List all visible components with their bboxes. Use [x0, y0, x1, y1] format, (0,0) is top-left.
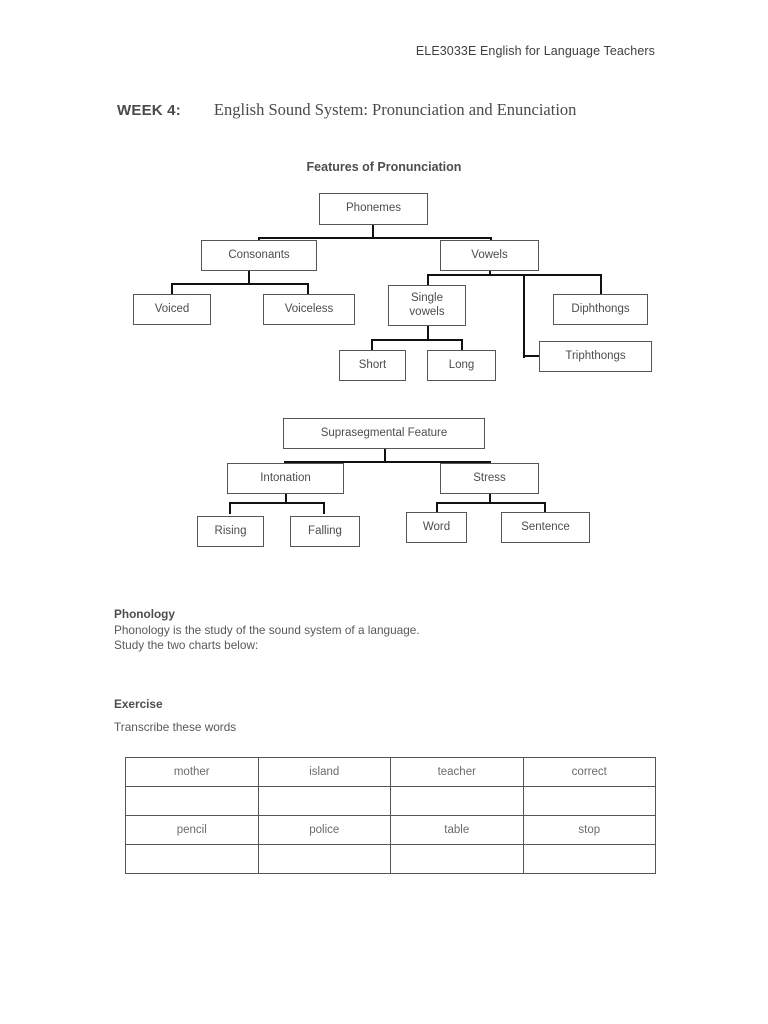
connector-to-sentence: [544, 502, 546, 514]
connector-single-vowels-bus: [371, 339, 463, 341]
table-cell[interactable]: [125, 844, 259, 874]
connector-suprasegmental-bus: [284, 461, 490, 463]
phonology-heading: Phonology: [114, 607, 175, 621]
connector-to-voiceless: [307, 283, 309, 296]
connector-to-short: [371, 339, 373, 351]
node-short: Short: [339, 350, 406, 381]
node-triphthongs: Triphthongs: [539, 341, 652, 372]
node-voiceless: Voiceless: [263, 294, 355, 325]
node-intonation: Intonation: [227, 463, 344, 494]
exercise-heading: Exercise: [114, 697, 163, 711]
node-rising: Rising: [197, 516, 264, 547]
table-cell[interactable]: pencil: [125, 815, 259, 845]
connector-to-rising: [229, 502, 231, 514]
table-cell[interactable]: [390, 786, 524, 816]
transcription-table: mother island teacher correct pencil pol…: [125, 757, 656, 874]
connector-phonemes-stem: [372, 224, 374, 238]
connector-to-voiced: [171, 283, 173, 296]
connector-triphthongs-drop: [523, 274, 525, 358]
week-title: English Sound System: Pronunciation and …: [213, 100, 577, 119]
phonology-section: Phonology Phonology is the study of the …: [114, 607, 420, 654]
connector-vowels-stem: [489, 270, 491, 276]
table-cell[interactable]: island: [257, 757, 391, 787]
node-sentence: Sentence: [501, 512, 590, 543]
connector-to-single-vowels: [427, 274, 429, 288]
node-voiced: Voiced: [133, 294, 211, 325]
table-cell[interactable]: [390, 844, 524, 874]
connector-to-long: [461, 339, 463, 351]
node-consonants: Consonants: [201, 240, 317, 271]
connector-intonation-stem: [285, 493, 287, 504]
connector-vowels-bus: [427, 274, 602, 276]
table-cell[interactable]: [522, 844, 656, 874]
table-row: [125, 844, 656, 874]
connector-phonemes-bus: [258, 237, 492, 239]
phonology-line-2: Study the two charts below:: [114, 638, 259, 652]
node-falling: Falling: [290, 516, 360, 547]
table-row: [125, 786, 656, 816]
node-phonemes: Phonemes: [319, 193, 428, 225]
table-row: pencil police table stop: [125, 815, 656, 845]
table-cell[interactable]: [257, 786, 391, 816]
table-row: mother island teacher correct: [125, 757, 656, 787]
connector-stress-bus: [436, 502, 546, 504]
week-label: WEEK 4:: [117, 102, 181, 119]
chart-1-caption: Features of Pronunciation: [306, 160, 462, 174]
connector-stress-stem: [489, 493, 491, 504]
node-diphthongs: Diphthongs: [553, 294, 648, 325]
table-cell[interactable]: police: [257, 815, 391, 845]
node-single-vowels: Single vowels: [388, 285, 466, 326]
table-cell[interactable]: mother: [125, 757, 259, 787]
week-heading: WEEK 4: English Sound System: Pronunciati…: [117, 100, 576, 120]
node-stress: Stress: [440, 463, 539, 494]
table-cell[interactable]: [257, 844, 391, 874]
table-cell[interactable]: correct: [522, 757, 656, 787]
exercise-instruction: Transcribe these words: [114, 720, 237, 734]
table-cell[interactable]: teacher: [390, 757, 524, 787]
connector-consonants-bus: [171, 283, 309, 285]
node-word: Word: [406, 512, 467, 543]
table-cell[interactable]: [522, 786, 656, 816]
node-suprasegmental-feature: Suprasegmental Feature: [283, 418, 485, 449]
connector-to-word: [436, 502, 438, 514]
connector-single-vowels-stem: [427, 325, 429, 340]
transcription-table-body: mother island teacher correct pencil pol…: [125, 757, 656, 874]
table-cell[interactable]: stop: [522, 815, 656, 845]
connector-to-triphthongs: [523, 355, 541, 357]
phonology-line-1: Phonology is the study of the sound syst…: [114, 622, 420, 637]
node-long: Long: [427, 350, 496, 381]
connector-to-diphthongs: [600, 274, 602, 295]
document-header: ELE3033E English for Language Teachers: [415, 44, 655, 58]
connector-suprasegmental-stem: [384, 448, 386, 462]
table-cell[interactable]: table: [390, 815, 524, 845]
connector-consonants-stem: [248, 270, 250, 284]
connector-to-falling: [323, 502, 325, 514]
connector-intonation-bus: [229, 502, 325, 504]
node-vowels: Vowels: [440, 240, 539, 271]
table-cell[interactable]: [125, 786, 259, 816]
